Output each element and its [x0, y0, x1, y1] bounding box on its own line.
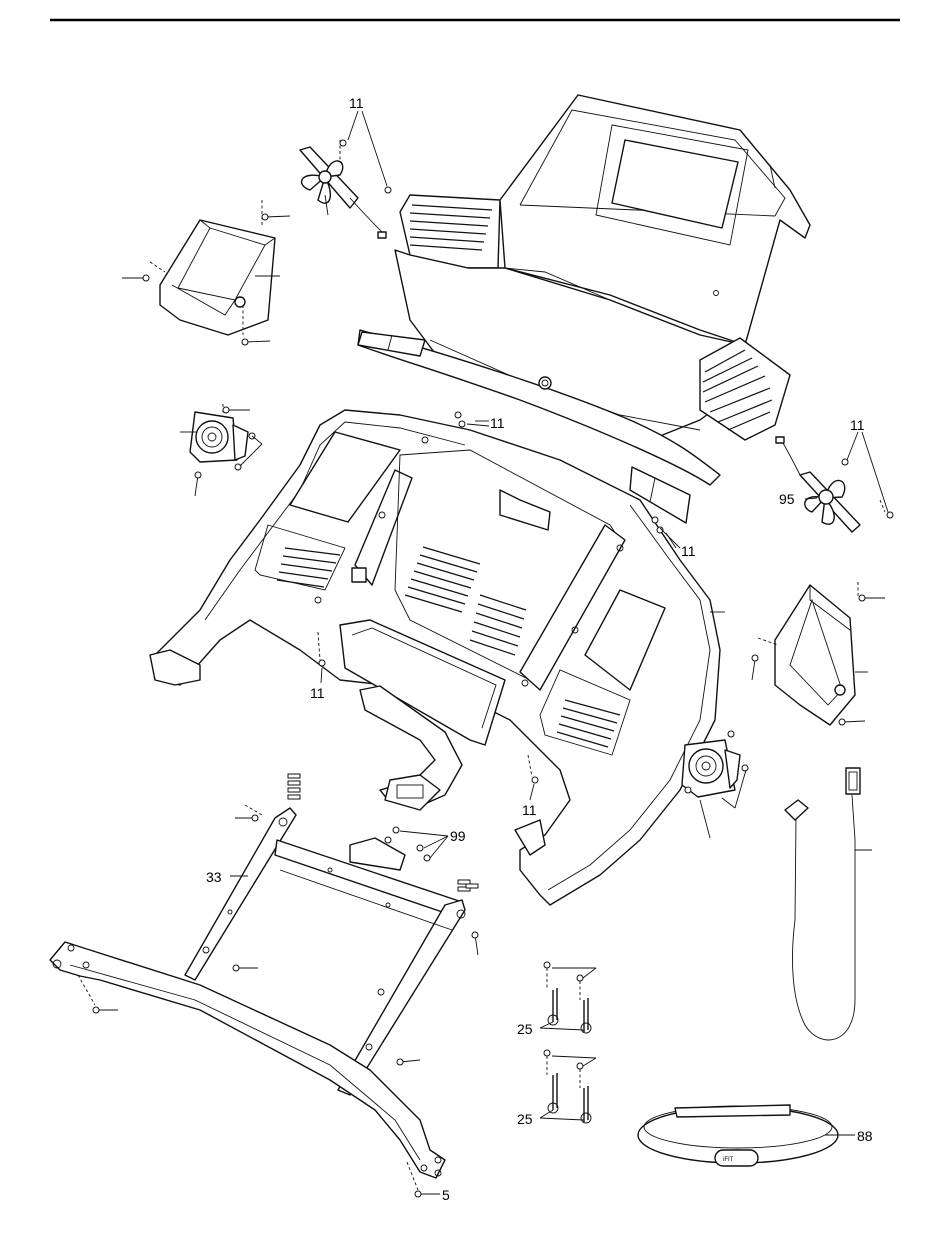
chest-strap: iFIT [638, 1105, 838, 1166]
callout-11-mid-top: 11 [490, 415, 505, 431]
callout-11-top: 11 [349, 95, 364, 111]
console-assembly [395, 95, 810, 440]
bolt-set-upper [544, 962, 591, 1033]
callout-11-right-mid: 11 [681, 543, 696, 559]
callout-11-center-bottom: 11 [522, 802, 537, 818]
accessory-tray-right [758, 582, 858, 725]
callout-25-lower: 25 [517, 1111, 533, 1127]
bolt-set-lower [544, 1050, 591, 1123]
callout-99: 99 [450, 828, 466, 844]
fan-left [300, 140, 386, 238]
callout-5: 5 [442, 1187, 450, 1203]
chest-strap-brand: iFIT [723, 1157, 734, 1163]
speaker-left [190, 404, 248, 462]
base-frame [50, 942, 445, 1190]
callout-11-left-bottom: 11 [310, 685, 325, 701]
safety-key-cord [785, 768, 860, 1040]
callout-11-right-top: 11 [850, 417, 865, 433]
callout-33: 33 [206, 869, 222, 885]
callout-25-upper: 25 [517, 1021, 533, 1037]
callout-88: 88 [857, 1128, 873, 1144]
callout-95: 95 [779, 491, 795, 507]
accessory-tray-left [150, 200, 275, 335]
